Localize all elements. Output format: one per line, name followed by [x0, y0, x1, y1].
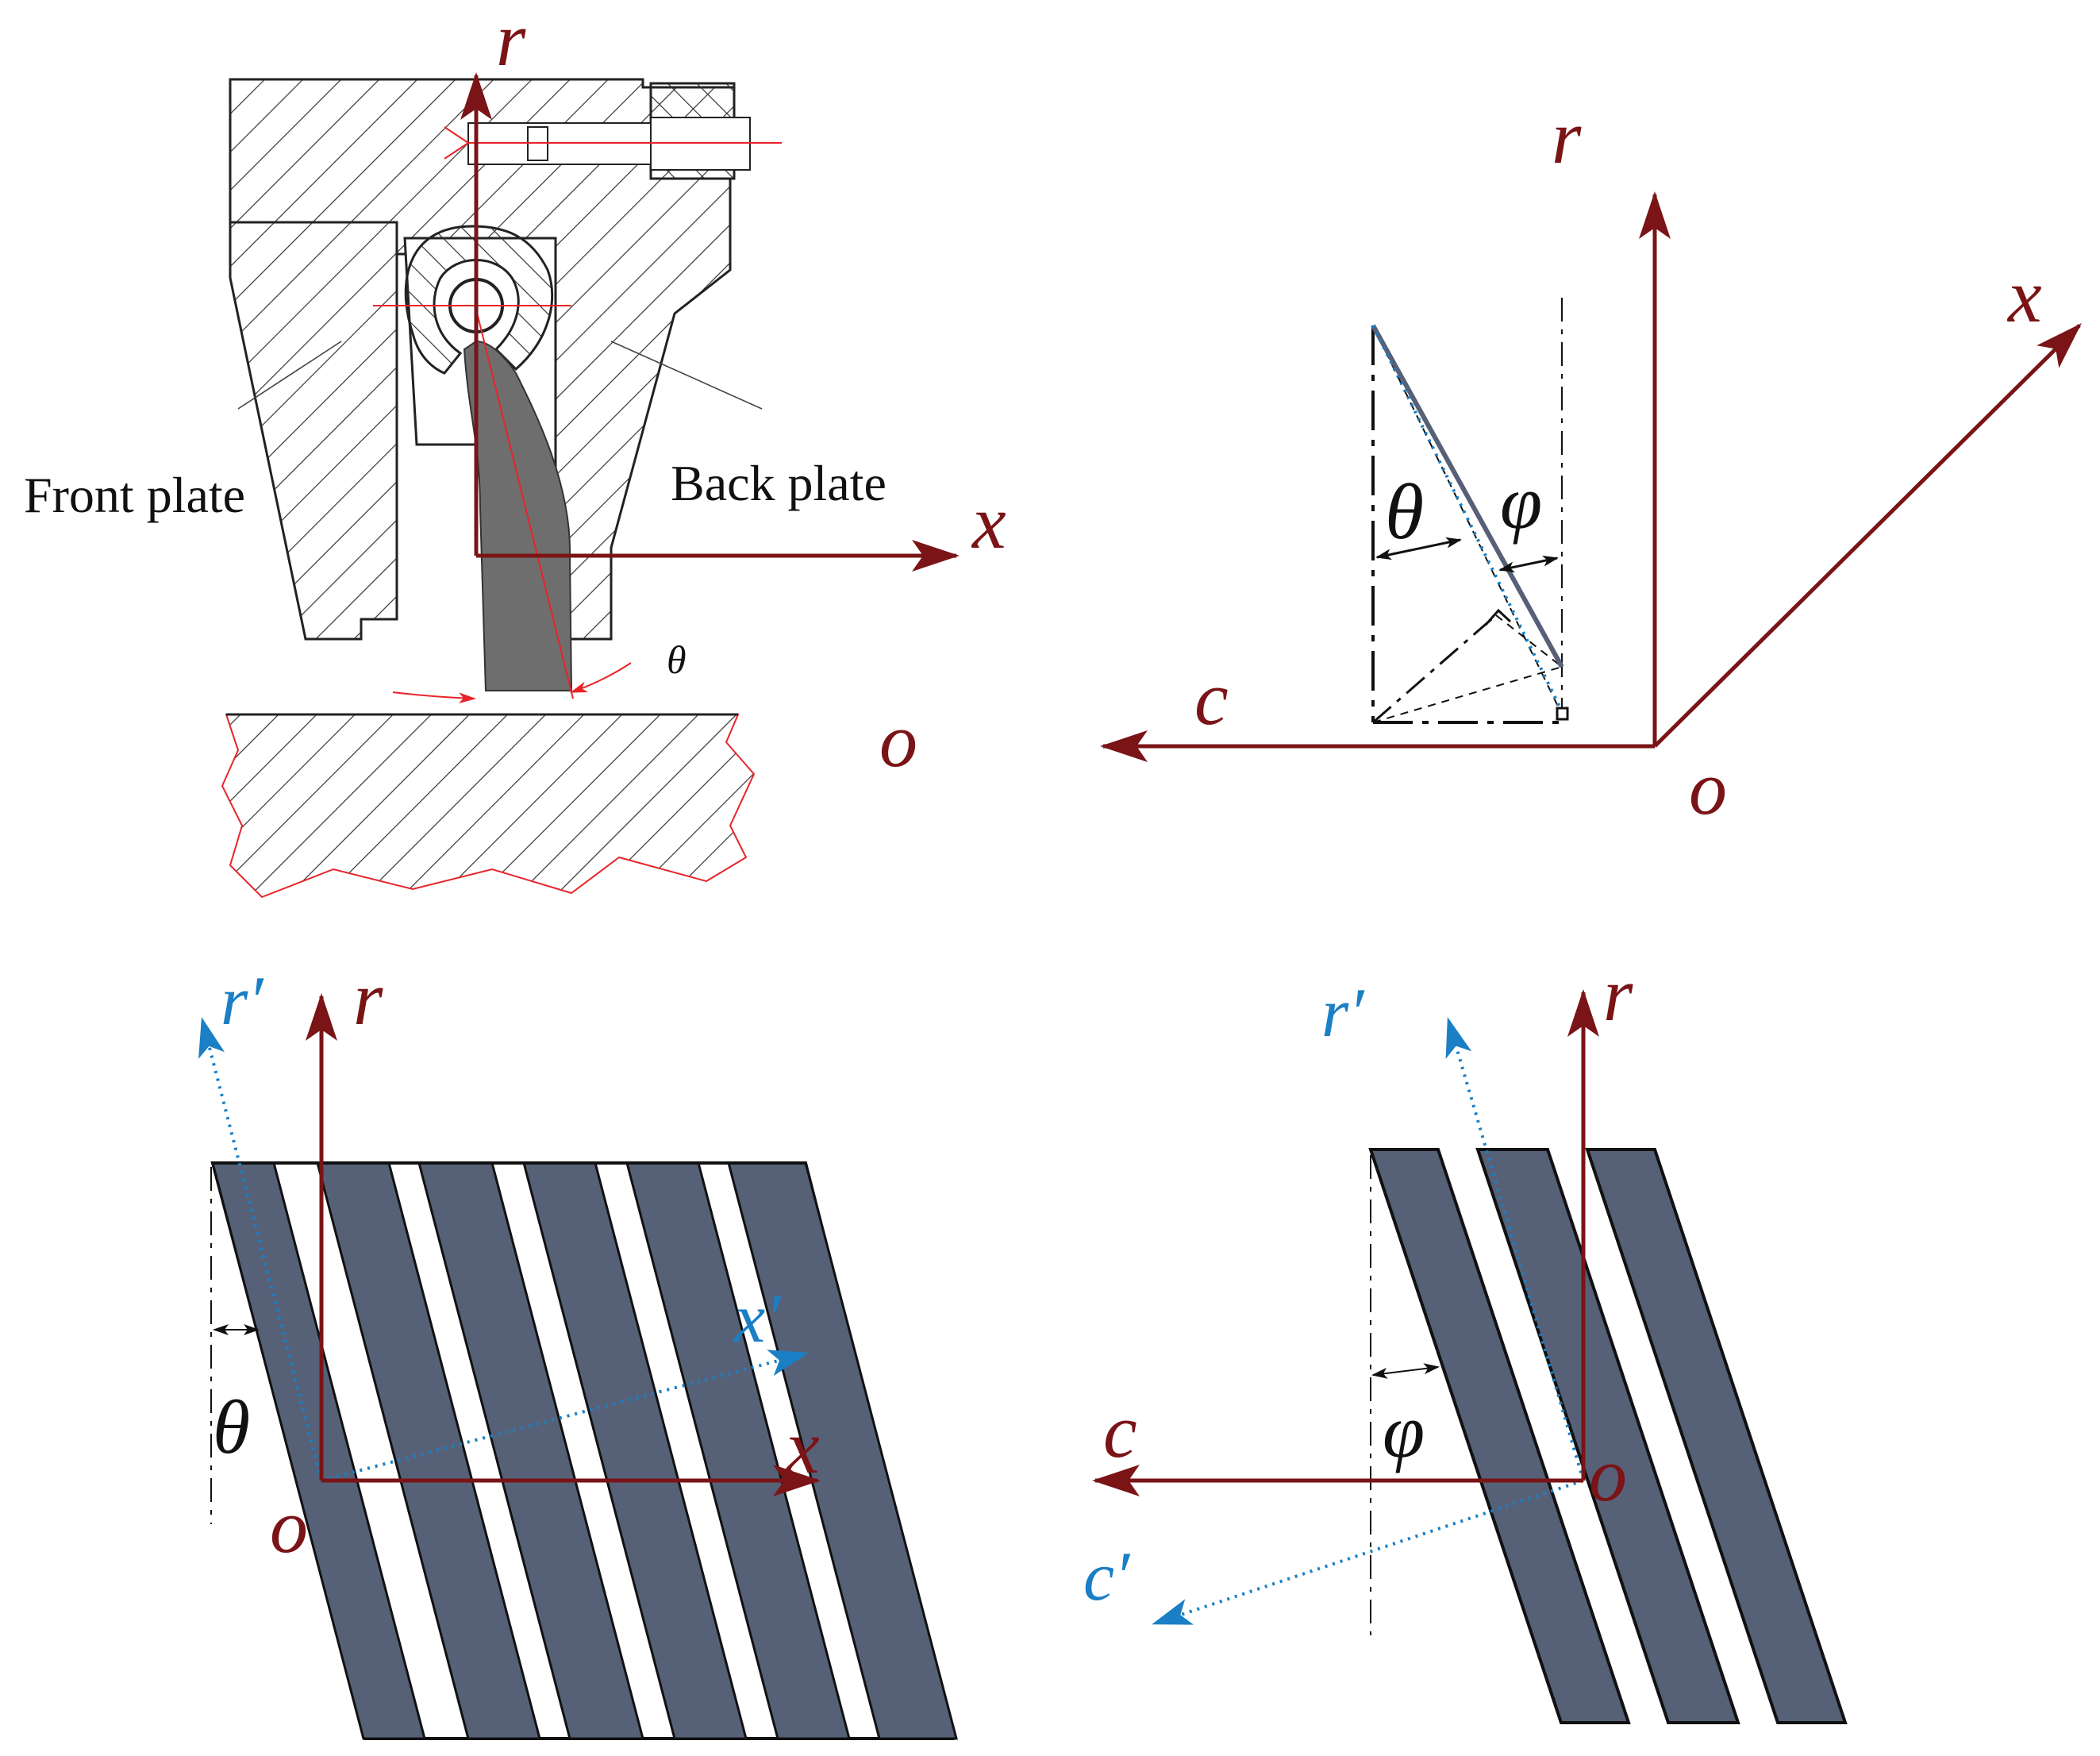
diag-ref-line — [1372, 614, 1497, 724]
panel-b-origin-label: o — [1689, 745, 1727, 830]
bristle-pack — [463, 340, 573, 691]
panel-b-x-label: x — [2006, 253, 2042, 338]
dashed-ref-2 — [1495, 614, 1563, 668]
clamp-ring — [404, 225, 554, 375]
panel-b-x-axis — [1653, 323, 2082, 748]
bristle-stripe — [1368, 1148, 1631, 1724]
bristle-stripes-phi — [1368, 1148, 1848, 1724]
theta-arrow — [1375, 537, 1462, 560]
panel-b-c-label: c — [1194, 656, 1229, 741]
panel-c-lay-angle: r r′ x′ x o θ — [198, 956, 958, 1740]
bristle-tip-mark — [1556, 707, 1569, 721]
panel-a-seal-section: Front plate Back plate r x o θ — [24, 0, 1006, 899]
panel-b-theta-label: θ — [1385, 468, 1424, 556]
panel-d-r-label: r — [1603, 952, 1633, 1037]
bolt — [444, 117, 782, 171]
panel-d-origin-label: o — [1589, 1432, 1627, 1517]
panel-b-angle-schematic: r x c o θ φ — [1100, 94, 2082, 830]
panel-a-theta-label: θ — [667, 637, 687, 682]
panel-a-r-label: r — [496, 0, 526, 82]
lay-angle-line — [475, 309, 574, 699]
bristle-projection — [1371, 324, 1564, 668]
panel-d-r-prime-label: r′ — [1321, 975, 1365, 1052]
panel-d-r-prime-axis — [1445, 1017, 1585, 1481]
panel-a-x-label: x — [971, 479, 1006, 564]
panel-d-phi-label: φ — [1383, 1388, 1425, 1473]
panel-d-phi-arrow — [1371, 1363, 1440, 1379]
panel-b-r-label: r — [1552, 94, 1582, 179]
bristle-stripe — [1475, 1148, 1740, 1724]
right-angle-mark — [1484, 608, 1512, 626]
panel-c-x-prime-label: x′ — [733, 1280, 782, 1357]
panel-d-c-prime-label: c′ — [1083, 1538, 1131, 1615]
rotor — [221, 714, 756, 899]
panel-d-tilt-angle: r r′ c c′ o φ — [1083, 952, 1848, 1724]
front-plate-label: Front plate — [24, 467, 245, 523]
panel-c-r-prime-label: r′ — [221, 963, 264, 1040]
theta-dim-left — [392, 691, 476, 704]
panel-b-phi-label: φ — [1500, 460, 1542, 545]
panel-c-theta-label: θ — [213, 1384, 250, 1469]
front-plate-leader — [237, 341, 342, 410]
phi-arrow — [1498, 555, 1559, 573]
dashed-ref-1 — [1372, 666, 1563, 723]
bristle-stripe — [1585, 1148, 1848, 1724]
panel-c-origin-label: o — [270, 1484, 308, 1569]
front-plate-body — [229, 221, 398, 641]
bristle-stripes-theta — [211, 1161, 958, 1740]
panel-a-origin-label: o — [879, 698, 917, 783]
bristle-tilt-dotted — [1371, 325, 1565, 715]
back-plate-label: Back plate — [671, 455, 887, 511]
back-plate-leader — [610, 341, 763, 410]
panel-c-x-label: x — [784, 1404, 820, 1489]
panel-c-r-label: r — [353, 956, 383, 1041]
theta-dim-right — [570, 662, 632, 693]
panel-d-c-label: c — [1103, 1388, 1137, 1473]
